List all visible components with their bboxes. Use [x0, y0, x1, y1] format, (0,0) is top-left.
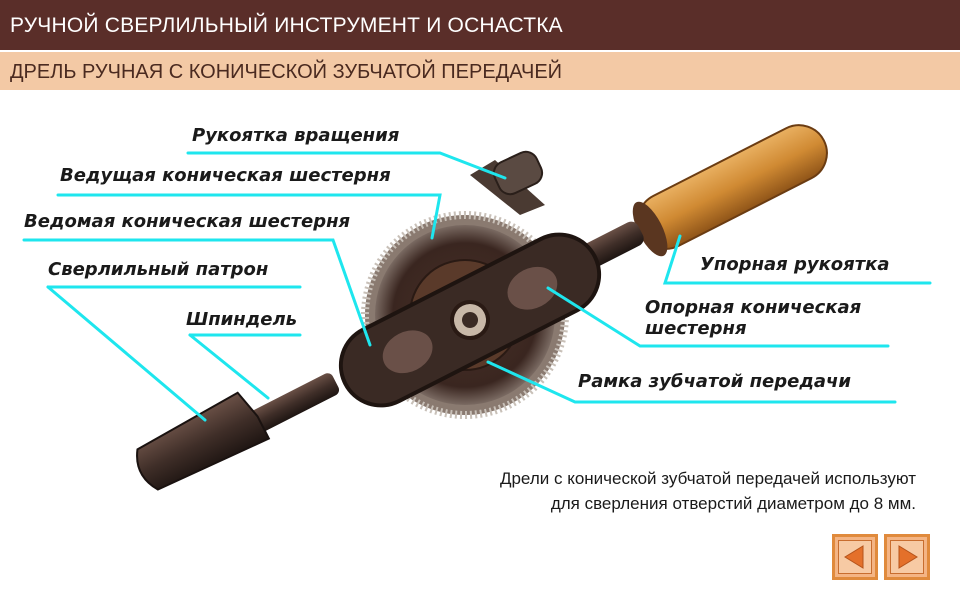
caption-line-1: Дрели с конической зубчатой передачей ис… — [499, 469, 916, 488]
title-bar — [0, 0, 960, 50]
gear-frame-part — [338, 232, 602, 408]
label-crank-handle: Рукоятка вращения — [192, 125, 400, 146]
chuck-part — [136, 391, 271, 491]
label-support-handle: Упорная рукоятка — [700, 254, 890, 275]
leader-drive-gear — [56, 193, 442, 240]
next-slide-button[interactable] — [884, 534, 930, 580]
hand-drill-illustration — [22, 124, 932, 491]
label-drill-chuck: Сверлильный патрон — [48, 259, 269, 280]
label-support-bevel-gear-2: шестерня — [645, 318, 747, 339]
label-support-bevel-gear-1: Опорная коническая — [645, 297, 862, 318]
leader-lines — [22, 151, 932, 422]
label-spindle: Шпиндель — [186, 309, 298, 330]
triangle-right-icon — [898, 545, 918, 569]
leader-support-gear — [546, 286, 890, 348]
leader-chuck-tip — [46, 285, 207, 422]
next-button-face — [890, 540, 924, 574]
triangle-left-icon — [844, 545, 864, 569]
page-title: РУЧНОЙ СВЕРЛИЛЬНЫЙ ИНСТРУМЕНТ И ОСНАСТКА — [10, 14, 563, 37]
leader-support-handle — [662, 234, 932, 285]
label-drive-bevel-gear: Ведущая коническая шестерня — [60, 165, 391, 186]
leader-gear-frame — [486, 360, 897, 404]
prev-button-face — [838, 540, 872, 574]
crank-handle-part — [470, 150, 545, 215]
subtitle-bar — [0, 52, 960, 90]
support-handle-part — [632, 124, 828, 257]
caption-note: Дрели с конической зубчатой передачей ис… — [360, 466, 916, 516]
leader-driven-gear — [22, 238, 372, 347]
leader-crank-handle — [186, 151, 507, 180]
page-subtitle: ДРЕЛЬ РУЧНАЯ С КОНИЧЕСКОЙ ЗУБЧАТОЙ ПЕРЕД… — [10, 61, 563, 83]
label-gear-frame: Рамка зубчатой передачи — [578, 371, 852, 392]
label-driven-bevel-gear: Ведомая коническая шестерня — [24, 211, 351, 232]
caption-line-2: для сверления отверстий диаметром до 8 м… — [550, 494, 916, 513]
prev-slide-button[interactable] — [832, 534, 878, 580]
leader-spindle-tip — [188, 333, 270, 400]
